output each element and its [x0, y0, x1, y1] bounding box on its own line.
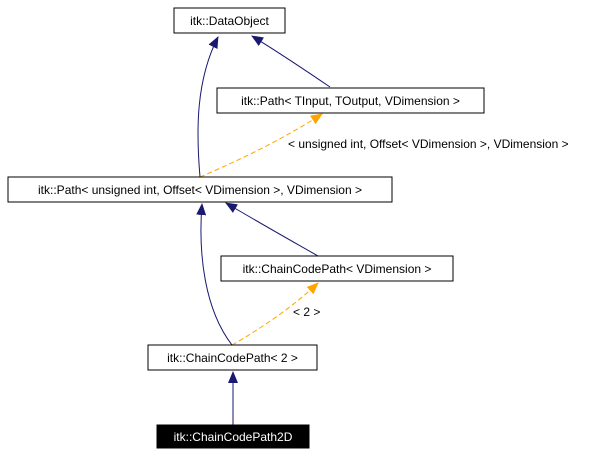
node-chaincodepath-2[interactable]: itk::ChainCodePath< 2 > [147, 344, 318, 371]
node-chaincodepath-2-label: itk::ChainCodePath< 2 > [167, 351, 298, 365]
edge-chaincodepath2-to-path-instance [196, 203, 233, 346]
node-path-template-label: itk::Path< TInput, TOutput, VDimension > [241, 94, 460, 108]
edge-path-instance-to-dataobject [197, 36, 219, 178]
edge-path-template-to-dataobject [251, 35, 331, 88]
node-path-instance[interactable]: itk::Path< unsigned int, Offset< VDimens… [7, 176, 393, 203]
node-path-template[interactable]: itk::Path< TInput, TOutput, VDimension > [216, 87, 485, 114]
edge-label-path-instantiation: < unsigned int, Offset< VDimension >, VD… [288, 137, 569, 151]
edge-chaincodepath2-to-chaincodepath-template [231, 282, 319, 346]
node-path-instance-label: itk::Path< unsigned int, Offset< VDimens… [38, 183, 362, 197]
node-data-object[interactable]: itk::DataObject [173, 7, 286, 34]
edge-path-instance-to-path-template [199, 113, 323, 178]
node-chaincodepath-template[interactable]: itk::ChainCodePath< VDimension > [220, 255, 454, 282]
node-chaincodepath-template-label: itk::ChainCodePath< VDimension > [243, 262, 432, 276]
node-chaincodepath2d-label: itk::ChainCodePath2D [174, 430, 293, 444]
edge-chaincodepath-template-to-path-instance [225, 202, 319, 257]
node-chaincodepath2d[interactable]: itk::ChainCodePath2D [156, 424, 310, 449]
edge-label-chaincodepath-instantiation: < 2 > [293, 305, 320, 319]
node-data-object-label: itk::DataObject [190, 14, 269, 28]
